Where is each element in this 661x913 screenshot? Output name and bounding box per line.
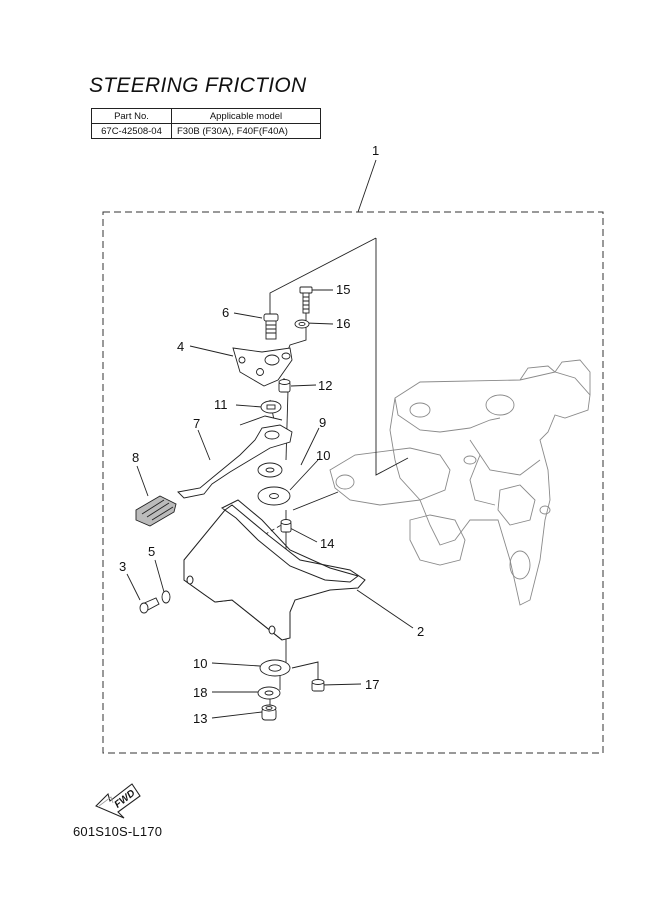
applicable-model-cell: F30B (F30A), F40F(F40A) (171, 123, 321, 139)
page-title: STEERING FRICTION (89, 74, 307, 97)
washer-part-16 (294, 319, 310, 329)
callout-15: 15 (336, 282, 350, 297)
callout-1: 1 (372, 143, 379, 158)
callout-10-upper: 10 (316, 448, 330, 463)
friction-lever-part-7 (177, 415, 293, 499)
washer-part-18 (257, 686, 281, 700)
callout-10-lower: 10 (193, 656, 207, 671)
screw-part-3 (139, 597, 160, 614)
washer-part-10-lower (259, 659, 291, 677)
callout-6: 6 (222, 305, 229, 320)
nut-part-17 (311, 679, 325, 692)
collar-part-12 (278, 379, 291, 393)
callout-2: 2 (417, 624, 424, 639)
friction-plate-part-2 (183, 499, 366, 641)
washer-part-9 (257, 462, 283, 478)
assembly-boundary (102, 211, 604, 754)
callout-5: 5 (148, 544, 155, 559)
callout-16: 16 (336, 316, 350, 331)
spring-washer-part-5 (161, 590, 171, 604)
callout-4: 4 (177, 339, 184, 354)
parts-table-header-row: Part No. Applicable model (91, 108, 321, 124)
stud-part-6 (263, 313, 279, 340)
callout-3: 3 (119, 559, 126, 574)
parts-table: Part No. Applicable model 67C-42508-04 F… (91, 108, 321, 139)
assembly-lines (185, 159, 409, 708)
bracket-part-4 (232, 347, 293, 387)
callout-13: 13 (193, 711, 207, 726)
callout-7: 7 (193, 416, 200, 431)
callout-17: 17 (365, 677, 379, 692)
grip-part-8 (135, 495, 177, 527)
callout-12: 12 (318, 378, 332, 393)
washer-part-10-upper (257, 486, 291, 506)
illustration-code: 601S10S-L170 (73, 824, 163, 839)
parts-table-row: 67C-42508-04 F30B (F30A), F40F(F40A) (91, 123, 321, 139)
callout-leaders (126, 289, 414, 719)
engine-mount-outline (329, 359, 591, 606)
callout-9: 9 (319, 415, 326, 430)
collar-part-14 (280, 519, 292, 533)
bolt-part-15 (299, 286, 313, 314)
locknut-part-13 (261, 704, 277, 721)
fwd-arrow-icon: FWD (95, 783, 141, 819)
callout-14: 14 (320, 536, 334, 551)
callout-18: 18 (193, 685, 207, 700)
callout-11: 11 (214, 397, 228, 412)
callout-8: 8 (132, 450, 139, 465)
plate-washer-part-11 (260, 400, 282, 414)
